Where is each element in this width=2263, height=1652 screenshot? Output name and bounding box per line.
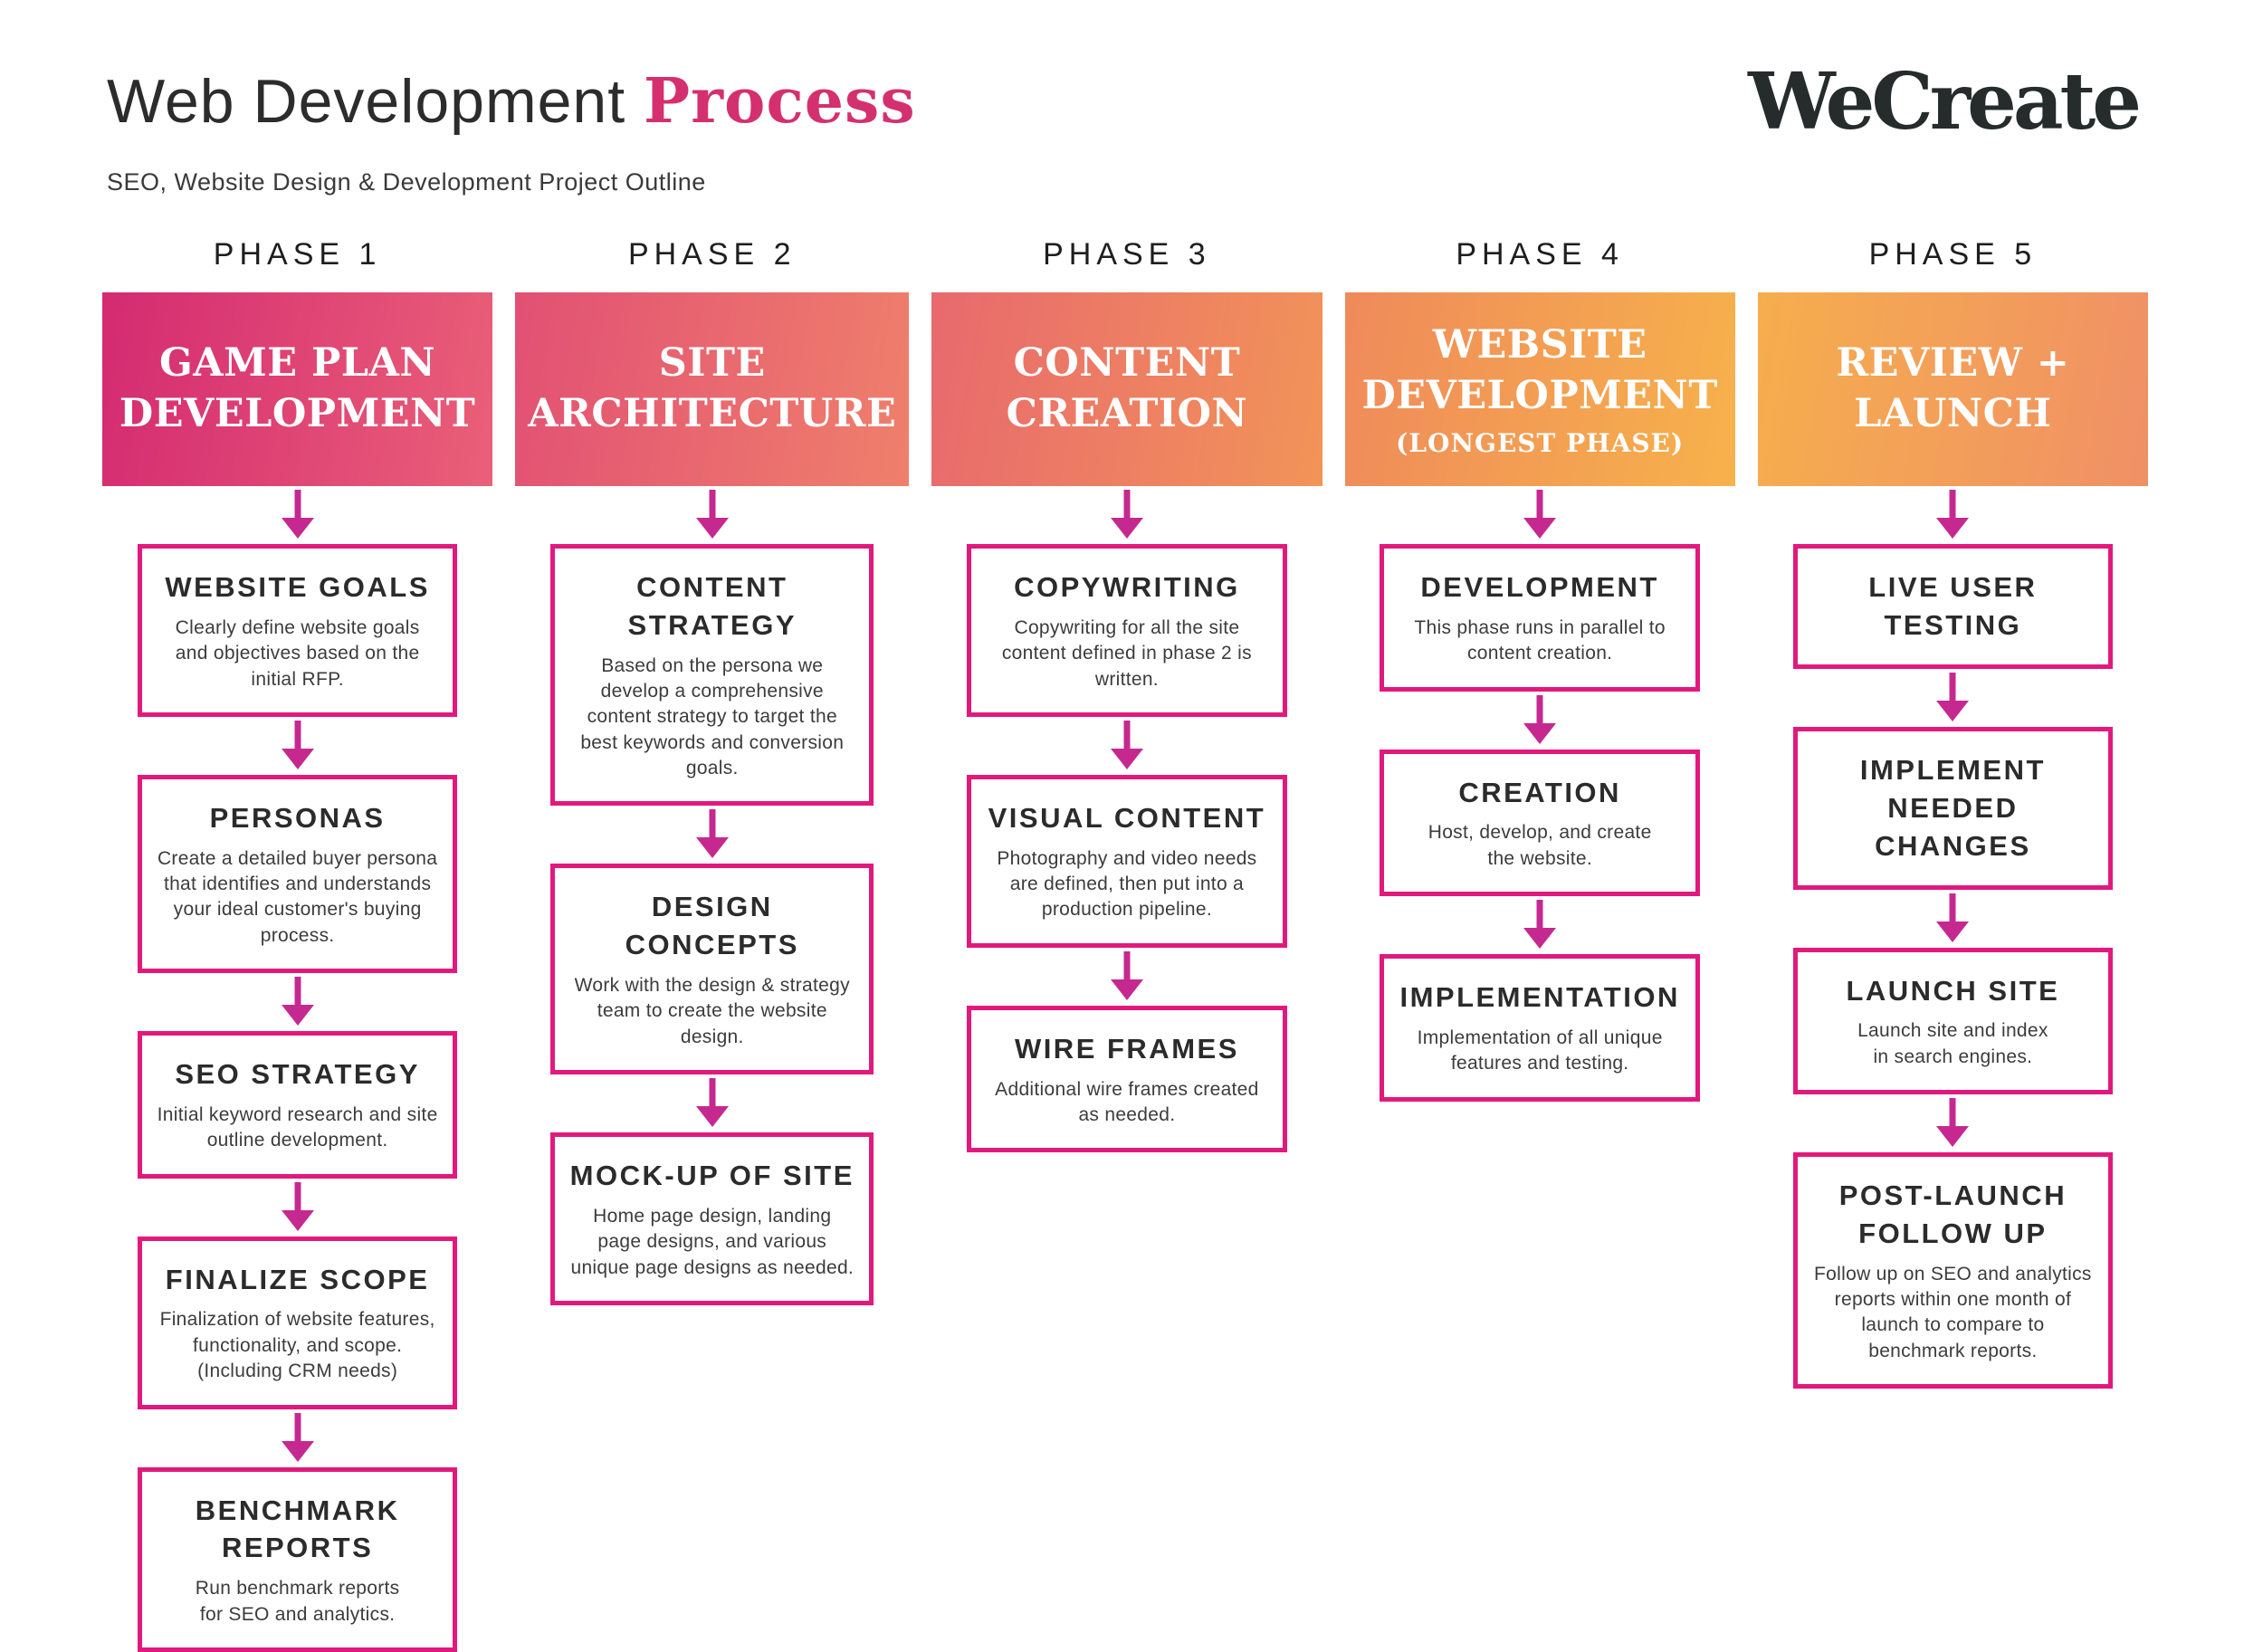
step-title: PERSONAS	[209, 801, 386, 834]
step-description: Initial keyword research and site outlin…	[157, 1103, 438, 1151]
arrow-down-icon	[1936, 673, 1970, 721]
step-box: LIVE USER TESTING	[1792, 544, 2114, 669]
arrow-down-icon	[1936, 1098, 1970, 1148]
phase-header-box: SITE ARCHITECTURE	[515, 292, 910, 486]
step-description: Home page design, landing page designs, …	[570, 1205, 855, 1278]
step-box: DESIGN CONCEPTS Work with the design & st…	[550, 864, 874, 1075]
step-title: VISUAL CONTENT	[988, 801, 1266, 834]
arrow-down-icon	[281, 1412, 314, 1462]
step-title: DEVELOPMENT	[1420, 571, 1659, 603]
step-box: DEVELOPMENT This phase runs in parallel t…	[1380, 544, 1700, 692]
page-title: Web Development Process	[107, 65, 916, 138]
step-title: LAUNCH SITE	[1846, 974, 2060, 1007]
arrow-down-icon	[281, 720, 314, 769]
phase-column: PHASE 3 CONTENT CREATION COPYWRITING Copywr…	[931, 237, 1322, 1153]
step-title: COPYWRITING	[1014, 571, 1240, 603]
page-subtitle: SEO, Website Design & Development Projec…	[107, 168, 706, 196]
phase-header-box: GAME PLAN DEVELOPMENT	[102, 292, 493, 486]
step-description: Finalization of website features, functi…	[159, 1309, 435, 1382]
step-title: LIVE USER TESTING	[1868, 571, 2038, 641]
step-description: Create a detailed buyer persona that ide…	[157, 847, 438, 946]
step-box: SEO STRATEGY Initial keyword research and…	[137, 1031, 458, 1179]
phase-name: WEBSITE DEVELOPMENT	[1361, 321, 1718, 418]
phase-label: PHASE 1	[213, 237, 382, 272]
arrow-down-icon	[1110, 950, 1143, 1000]
arrow-down-icon	[1936, 893, 1970, 942]
masthead: Web Development Process SEO, Website Des…	[107, 65, 916, 196]
step-box: LAUNCH SITE Launch site and index in sear…	[1792, 947, 2114, 1095]
phase-name: CONTENT CREATION	[1006, 340, 1248, 436]
step-box: CONTENT STRATEGY Based on the persona we …	[550, 544, 874, 807]
step-box: WIRE FRAMES Additional wire frames create…	[967, 1005, 1287, 1153]
step-title: CREATION	[1458, 776, 1621, 808]
arrow-down-icon	[1523, 490, 1557, 539]
arrow-down-icon	[1523, 900, 1557, 950]
step-box: VISUAL CONTENT Photography and video need…	[967, 774, 1287, 948]
step-box: POST-LAUNCH FOLLOW UP Follow up on SEO an…	[1792, 1152, 2114, 1389]
phase-label: PHASE 3	[1043, 237, 1211, 272]
step-title: FINALIZE SCOPE	[165, 1263, 430, 1295]
step-description: Launch site and index in search engines.	[1857, 1020, 2048, 1067]
phases-flowchart: PHASE 1 GAME PLAN DEVELOPMENT WEBSITE GOAL…	[102, 237, 2148, 1652]
phase-column: PHASE 4 WEBSITE DEVELOPMENT (LONGEST PHASE…	[1344, 237, 1735, 1102]
phase-label: PHASE 5	[1868, 237, 2038, 272]
phase-name: REVIEW + LAUNCH	[1836, 340, 2070, 436]
arrow-down-icon	[695, 809, 729, 859]
step-title: SEO STRATEGY	[175, 1058, 420, 1091]
step-box: IMPLEMENT NEEDED CHANGES	[1792, 727, 2114, 890]
phase-column: PHASE 1 GAME PLAN DEVELOPMENT WEBSITE GOAL…	[102, 237, 493, 1652]
logo: WeCreate	[1748, 56, 2142, 148]
phase-name: SITE ARCHITECTURE	[528, 340, 897, 436]
step-description: Implementation of all unique features an…	[1417, 1027, 1663, 1074]
step-description: Follow up on SEO and analytics reports w…	[1814, 1263, 2092, 1361]
arrow-down-icon	[1110, 490, 1143, 539]
step-title: WEBSITE GOALS	[165, 571, 430, 603]
arrow-down-icon	[1523, 694, 1557, 744]
arrow-down-icon	[281, 490, 314, 539]
step-box: CREATION Host, develop, and create the we…	[1380, 749, 1700, 897]
phase-subname: (LONGEST PHASE)	[1396, 428, 1685, 459]
arrow-down-icon	[695, 490, 729, 539]
phase-label: PHASE 4	[1456, 237, 1624, 272]
step-box: IMPLEMENTATION Implementation of all uniq…	[1380, 954, 1700, 1102]
step-title: MOCK-UP OF SITE	[569, 1160, 855, 1192]
arrow-down-icon	[1936, 490, 1970, 539]
step-title: CONTENT STRATEGY	[627, 571, 797, 641]
step-description: Work with the design & strategy team to …	[574, 975, 850, 1047]
step-description: This phase runs in parallel to content c…	[1414, 616, 1666, 664]
step-box: MOCK-UP OF SITE Home page design, landing…	[550, 1132, 874, 1305]
step-title: IMPLEMENT NEEDED CHANGES	[1859, 754, 2046, 862]
step-description: Clearly define website goals and objecti…	[175, 616, 420, 690]
arrow-down-icon	[1110, 720, 1143, 769]
phase-label: PHASE 2	[627, 237, 797, 272]
arrow-down-icon	[695, 1078, 729, 1128]
step-box: FINALIZE SCOPE Finalization of website fe…	[137, 1236, 458, 1409]
phase-header-box: REVIEW + LAUNCH	[1757, 292, 2148, 486]
page-title-accent: Process	[644, 65, 916, 138]
step-title: BENCHMARK REPORTS	[195, 1494, 400, 1564]
step-description: Photography and video needs are defined,…	[997, 847, 1257, 921]
page-title-primary: Web Development	[107, 67, 645, 136]
phase-header-box: CONTENT CREATION	[931, 292, 1322, 486]
step-title: IMPLEMENTATION	[1399, 981, 1680, 1014]
step-box: WEBSITE GOALS Clearly define website goal…	[137, 544, 458, 717]
phase-column: PHASE 2 SITE ARCHITECTURE CONTENT STRATEGY…	[515, 237, 910, 1305]
step-description: Host, develop, and create the website.	[1428, 822, 1652, 869]
step-description: Run benchmark reports for SEO and analyt…	[195, 1578, 400, 1625]
phase-name: GAME PLAN DEVELOPMENT	[119, 340, 476, 436]
phase-column: PHASE 5 REVIEW + LAUNCH LIVE USER TESTING I…	[1757, 237, 2148, 1389]
step-box: PERSONAS Create a detailed buyer persona …	[137, 774, 458, 974]
step-title: DESIGN CONCEPTS	[625, 891, 799, 961]
step-box: BENCHMARK REPORTS Run benchmark reports f…	[137, 1466, 458, 1652]
arrow-down-icon	[281, 977, 314, 1027]
step-description: Additional wire frames created as needed…	[995, 1078, 1259, 1125]
step-description: Based on the persona we develop a compre…	[580, 654, 845, 779]
step-title: WIRE FRAMES	[1014, 1032, 1239, 1065]
step-box: COPYWRITING Copywriting for all the site …	[967, 544, 1287, 717]
arrow-down-icon	[281, 1181, 314, 1231]
phase-header-box: WEBSITE DEVELOPMENT (LONGEST PHASE)	[1344, 292, 1735, 486]
step-title: POST-LAUNCH FOLLOW UP	[1838, 1179, 2067, 1249]
step-description: Copywriting for all the site content def…	[1001, 616, 1252, 690]
